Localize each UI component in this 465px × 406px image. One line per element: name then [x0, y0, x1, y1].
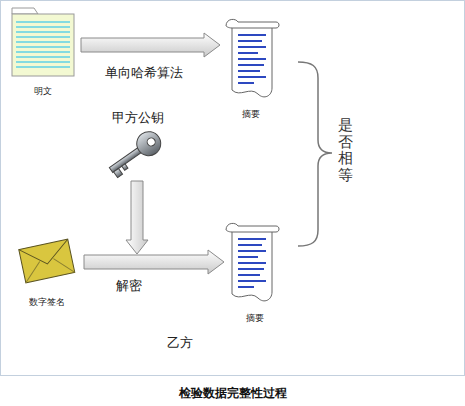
document-node: 明文: [7, 5, 79, 97]
comparison-label: 是否相等: [338, 117, 353, 183]
scroll-icon: [226, 223, 279, 301]
key-node: 甲方公钥: [96, 110, 180, 178]
scroll-icon: [226, 19, 279, 97]
key-arrow: [126, 181, 148, 254]
node-label: 摘要: [242, 109, 260, 120]
block-arrow: [84, 250, 224, 274]
block-arrow: [81, 33, 220, 57]
envelope-node: 数字签名: [12, 236, 82, 308]
brace: [298, 62, 332, 246]
key-icon: [104, 127, 165, 180]
edge-label: 解密: [116, 278, 142, 294]
panel-frame: 明文摘要甲方公钥数字签名摘要乙方: [0, 0, 465, 376]
caption: 检验数据完整性过程: [0, 385, 465, 402]
node-label: 明文: [34, 86, 52, 97]
frame-label: 乙方: [167, 335, 193, 351]
document-icon: [12, 8, 74, 76]
envelope-icon: [19, 239, 75, 283]
node-label: 摘要: [246, 313, 264, 324]
digest-node: 摘要: [220, 16, 282, 120]
node-label: 数字签名: [29, 297, 65, 308]
node-label: 甲方公钥: [112, 110, 164, 126]
edge-label: 单向哈希算法: [105, 65, 183, 81]
digest-node: 摘要: [224, 224, 286, 324]
